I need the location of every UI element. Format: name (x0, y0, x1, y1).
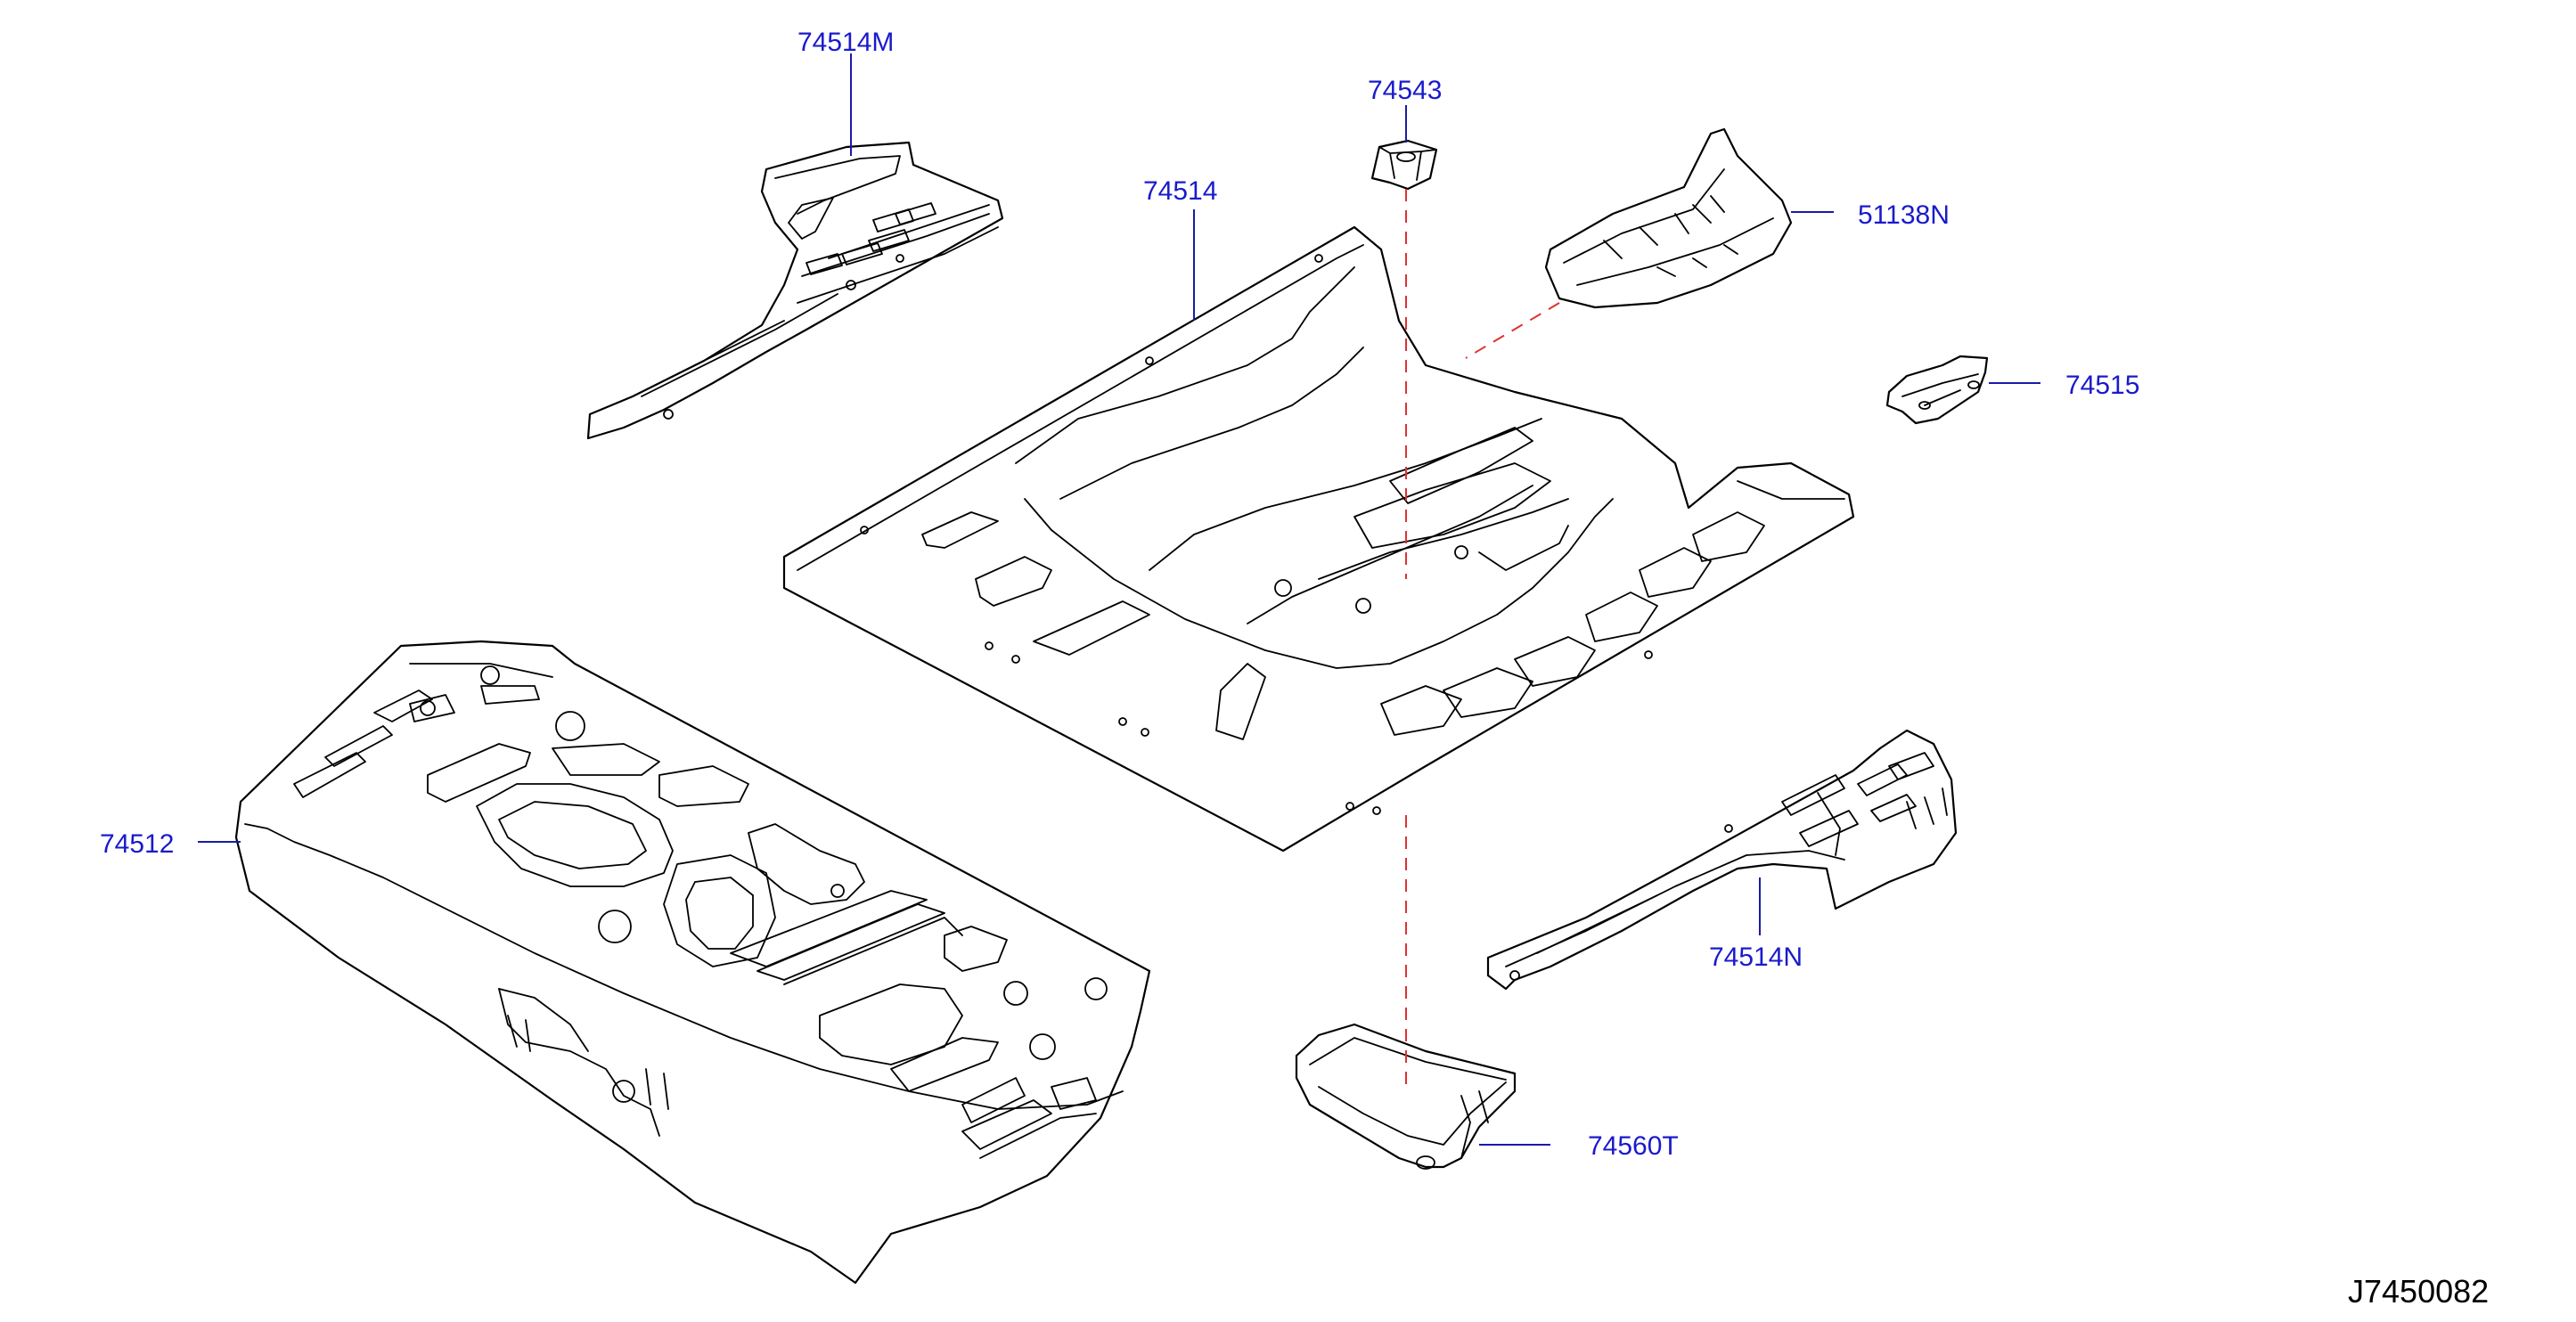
callout-74514N: 74514N (1709, 943, 1803, 972)
callout-74512: 74512 (100, 829, 175, 859)
part-74543 (1370, 139, 1438, 191)
part-74515 (1885, 355, 1989, 425)
part-51138N (1544, 127, 1793, 309)
part-74514N (1486, 729, 1958, 991)
part-74514M (586, 141, 1004, 440)
dashed-link-51138N (1465, 302, 1560, 359)
callout-51138N: 51138N (1858, 200, 1950, 230)
diagram-id: J7450082 (2348, 1273, 2490, 1310)
callout-74543: 74543 (1368, 76, 1443, 105)
callout-74514: 74514 (1143, 176, 1218, 206)
part-74512 (234, 640, 1151, 1285)
callout-74560T: 74560T (1588, 1131, 1679, 1161)
callout-74515: 74515 (2065, 371, 2140, 400)
part-74514 (782, 225, 1855, 853)
part-74560T (1295, 1023, 1517, 1170)
callout-74514M: 74514M (797, 28, 895, 57)
leader-lines (198, 53, 2040, 1146)
dashed-links (1405, 189, 1560, 1087)
